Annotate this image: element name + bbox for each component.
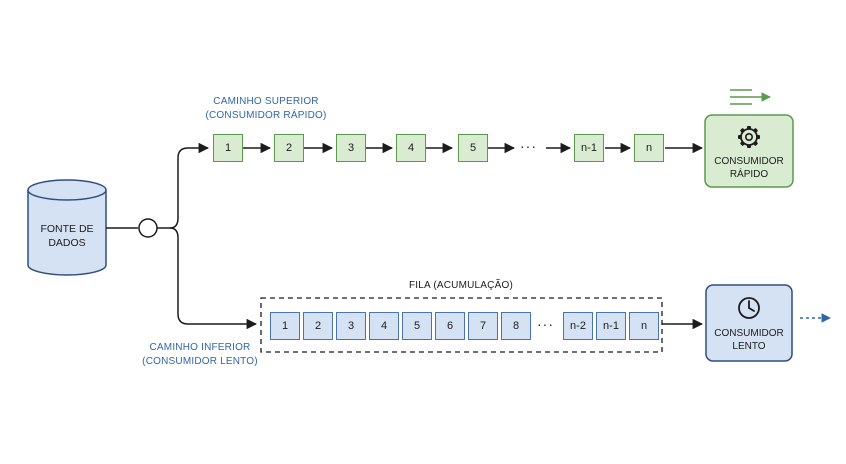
lower-path-title-line1: CAMINHO INFERIOR [149, 342, 251, 353]
upper-ellipsis: ··· [520, 138, 537, 154]
queue-item-8: 8 [501, 312, 531, 340]
upper-branch-connector [169, 142, 210, 229]
queue-container [260, 297, 663, 353]
queue-item-6: 6 [435, 312, 465, 340]
fast-consumer-box [704, 114, 794, 188]
upper-item-1: 1 [213, 134, 243, 162]
lower-path-title-line2: (CONSUMIDOR LENTO) [142, 356, 258, 367]
fast-consumer-label: CONSUMIDOR RÁPIDO [705, 155, 793, 181]
upper-item-n-1: n-1 [574, 134, 604, 162]
upper-item-5: 5 [458, 134, 488, 162]
queue-item-1: 1 [270, 312, 300, 340]
queue-item-n: n [629, 312, 659, 340]
data-source-cylinder [27, 179, 107, 276]
data-source-label-line1: FONTE DE [40, 223, 94, 235]
queue-item-3: 3 [336, 312, 366, 340]
queue-item-4: 4 [369, 312, 399, 340]
queue-item-2: 2 [303, 312, 333, 340]
upper-item-n: n [634, 134, 664, 162]
upper-item-2: 2 [274, 134, 304, 162]
queue-item-n-1: n-1 [596, 312, 626, 340]
queue-item-7: 7 [468, 312, 498, 340]
upper-path-title-line1: CAMINHO SUPERIOR [213, 96, 319, 107]
upper-path-title: CAMINHO SUPERIOR (CONSUMIDOR RÁPIDO) [196, 95, 336, 123]
queue-title: FILA (ACUMULAÇÃO) [409, 280, 513, 291]
queue-item-n-2: n-2 [563, 312, 593, 340]
queue-item-5: 5 [402, 312, 432, 340]
slow-consumer-label: CONSUMIDOR LENTO [706, 327, 792, 353]
lower-path-title: CAMINHO INFERIOR (CONSUMIDOR LENTO) [130, 341, 270, 369]
speed-lines-arrow-icon [730, 89, 771, 105]
queue-ellipsis: ··· [537, 316, 554, 332]
slow-consumer-label-line2: LENTO [732, 341, 766, 352]
data-source-label-line2: DADOS [48, 237, 86, 249]
slow-consumer-label-line1: CONSUMIDOR [714, 328, 784, 339]
splitter-node [138, 218, 158, 238]
lower-branch-connector [169, 227, 258, 330]
data-source-label: FONTE DE DADOS [26, 222, 108, 250]
clock-icon [738, 297, 760, 319]
slow-consumer-box [705, 284, 793, 362]
fast-consumer-label-line2: RÁPIDO [729, 169, 769, 180]
upper-item-3: 3 [336, 134, 366, 162]
gear-icon [738, 126, 760, 148]
upper-item-4: 4 [396, 134, 426, 162]
fast-consumer-label-line1: CONSUMIDOR [714, 156, 784, 167]
upper-path-title-line2: (CONSUMIDOR RÁPIDO) [205, 110, 327, 121]
